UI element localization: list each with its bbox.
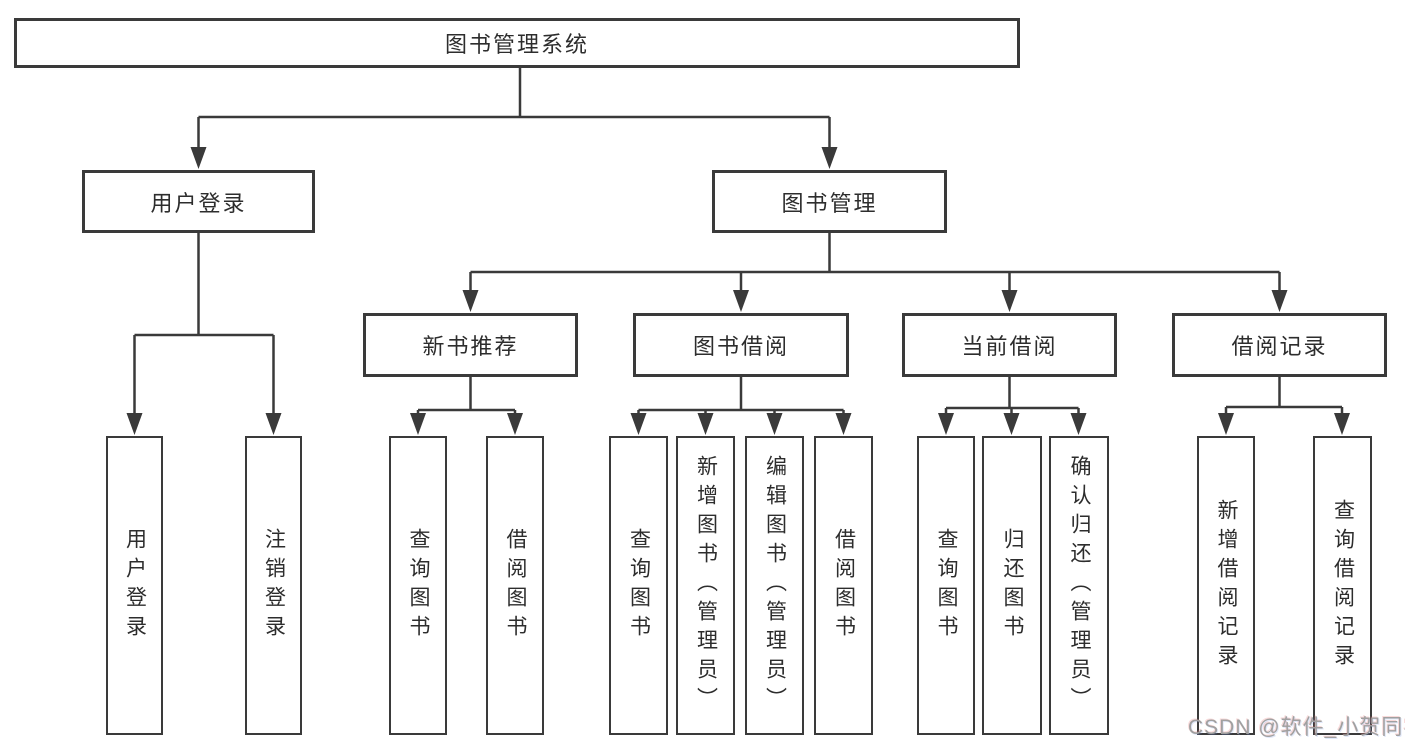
leaf-current-query-books: 查询图书 [917,436,975,735]
arrow-down-icon [1334,413,1350,435]
connector-borrow-record-to-leaves [1218,377,1350,435]
watermark: CSDN @软件_小贺同学 [1188,716,1405,739]
leaf-record-query: 查询借阅记录 [1313,436,1372,735]
leaf-logout: 注销登录 [245,436,302,735]
arrow-down-icon [1001,290,1018,312]
arrow-down-icon [507,413,523,435]
leaf-borrow-add-books-admin: 新增图书（管理员） [676,436,735,735]
node-book-borrow: 图书借阅 [633,313,849,377]
node-label: 新增图书（管理员） [694,455,718,716]
node-label: 新增借阅记录 [1215,498,1238,673]
leaf-borrow-query-books: 查询图书 [609,436,668,735]
leaf-newbook-borrow-books: 借阅图书 [486,436,544,735]
connector-book-borrow-to-leaves [630,377,852,435]
arrow-down-icon [630,413,647,435]
node-label: 查询图书 [407,527,430,644]
connector-root-to-level2 [190,68,838,169]
node-label: 借阅图书 [504,527,527,644]
node-label: 借阅记录 [1231,334,1328,359]
leaf-current-return-books: 归还图书 [982,436,1042,735]
arrow-down-icon [126,413,143,435]
node-label: 当前借阅 [961,334,1058,359]
arrow-down-icon [1218,413,1234,435]
node-label: 图书管理 [781,190,878,216]
node-new-book-recommend: 新书推荐 [363,313,578,377]
node-label: 确认归还（管理员） [1068,455,1091,716]
arrow-down-icon [733,290,749,312]
arrow-down-icon [462,290,479,312]
leaf-record-add: 新增借阅记录 [1197,436,1255,735]
node-current-borrow: 当前借阅 [902,313,1117,377]
connector-new-book-to-leaves [410,377,523,435]
node-book-management: 图书管理 [712,170,947,233]
arrow-down-icon [697,413,714,435]
node-label: 编辑图书（管理员） [763,455,787,716]
arrow-down-icon [410,413,426,435]
node-label: 图书借阅 [692,334,789,359]
leaf-newbook-query-books: 查询图书 [389,436,447,735]
node-label: 注销登录 [262,527,286,644]
node-label: 查询借阅记录 [1331,498,1355,673]
arrow-down-icon [1070,413,1087,435]
node-label: 借阅图书 [832,527,856,644]
connector-current-borrow-to-leaves [938,377,1087,435]
arrow-down-icon [938,413,954,435]
arrow-down-icon [190,147,207,169]
arrow-down-icon [835,413,852,435]
leaf-user-login: 用户登录 [106,436,163,735]
leaf-borrow-borrow-books: 借阅图书 [814,436,873,735]
arrow-down-icon [1003,413,1020,435]
node-label: 用户登录 [123,527,147,644]
node-borrow-record: 借阅记录 [1172,313,1387,377]
node-label: 查询图书 [627,527,651,644]
node-root: 图书管理系统 [14,18,1020,68]
node-label: 用户登录 [150,190,247,216]
leaf-current-confirm-return-admin: 确认归还（管理员） [1049,436,1109,735]
arrow-down-icon [1271,290,1288,312]
arrow-down-icon [821,147,838,169]
node-user-login: 用户登录 [82,170,315,233]
arrow-down-icon [265,413,282,435]
leaf-borrow-edit-books-admin: 编辑图书（管理员） [745,436,804,735]
connector-book-management-to-level3 [462,233,1288,312]
arrow-down-icon [766,413,783,435]
node-label: 查询图书 [935,527,958,644]
node-label: 归还图书 [1001,527,1024,644]
node-label: 新书推荐 [422,334,519,359]
node-label: 图书管理系统 [444,32,589,57]
connector-user-login-to-leaves [126,233,282,435]
